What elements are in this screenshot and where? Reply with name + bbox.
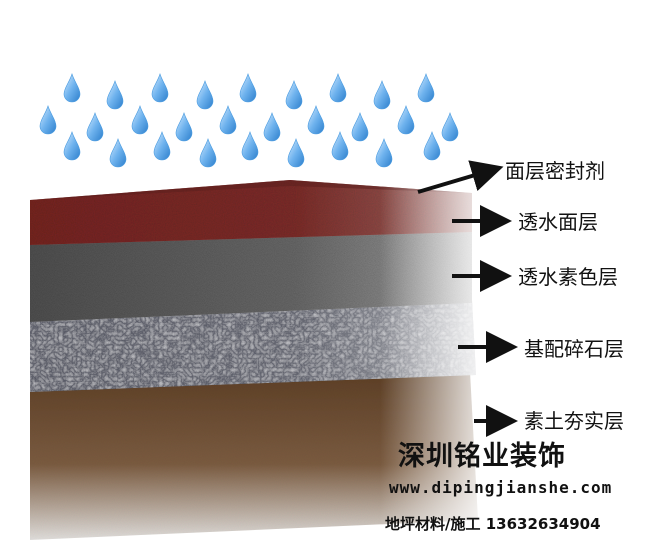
raindrop-icon <box>63 73 81 103</box>
raindrop-icon <box>106 80 124 110</box>
label-permeable-surface: 透水面层 <box>518 210 598 234</box>
raindrop-icon <box>307 105 325 135</box>
raindrop-icon <box>196 80 214 110</box>
raindrop-icon <box>287 138 305 168</box>
layer-rammed-soil <box>30 372 478 540</box>
watermark-contact: 地坪材料/施工 13632634904 <box>385 515 601 533</box>
raindrop-icon <box>239 73 257 103</box>
watermark-website: www.dipingjianshe.com <box>389 478 613 497</box>
watermark-company: 深圳铭业装饰 <box>398 441 566 472</box>
raindrop-icon <box>219 105 237 135</box>
raindrop-icon <box>417 73 435 103</box>
raindrop-icon <box>39 105 57 135</box>
raindrop-icon <box>351 112 369 142</box>
label-permeable-plain: 透水素色层 <box>518 265 618 289</box>
raindrop-icon <box>131 105 149 135</box>
raindrop-icon <box>285 80 303 110</box>
raindrop-icon <box>86 112 104 142</box>
raindrop-icon <box>441 112 459 142</box>
raindrops <box>39 73 459 168</box>
raindrop-icon <box>263 112 281 142</box>
layer-permeable-surface <box>30 180 472 245</box>
raindrop-icon <box>153 131 171 161</box>
raindrop-icon <box>241 131 259 161</box>
raindrop-icon <box>423 131 441 161</box>
raindrop-icon <box>109 138 127 168</box>
raindrop-icon <box>329 73 347 103</box>
raindrop-icon <box>397 105 415 135</box>
layer-surface-sealant <box>30 180 472 200</box>
raindrop-icon <box>375 138 393 168</box>
label-rammed-soil: 素土夯实层 <box>524 409 624 433</box>
label-crushed-stone: 基配碎石层 <box>524 337 624 361</box>
raindrop-icon <box>175 112 193 142</box>
raindrop-icon <box>151 73 169 103</box>
raindrop-icon <box>373 80 391 110</box>
layer-permeable-plain <box>30 230 472 322</box>
raindrop-icon <box>199 138 217 168</box>
arrow-sealant <box>417 160 504 194</box>
right-fade-overlay <box>380 175 480 535</box>
raindrop-icon <box>331 131 349 161</box>
layer-crushed-stone <box>30 300 476 392</box>
raindrop-icon <box>63 131 81 161</box>
label-surface-sealant: 面层密封剂 <box>505 159 605 183</box>
